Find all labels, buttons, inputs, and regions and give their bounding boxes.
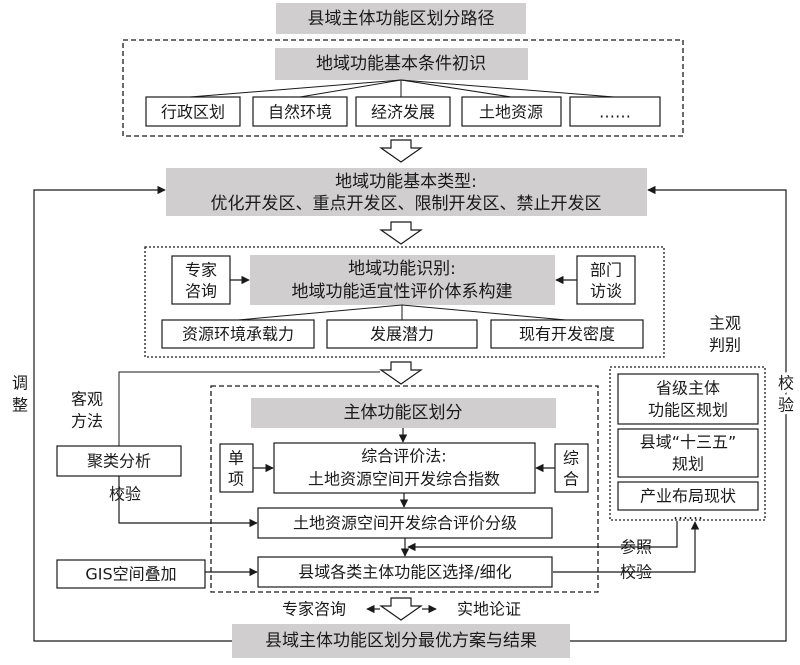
- expert-note: 专家咨询: [282, 600, 346, 619]
- block-arrow-4: [379, 597, 423, 621]
- adjust-label-line2: 整: [12, 396, 28, 415]
- reference-label: 参照: [620, 538, 652, 557]
- dev-density: 现有开发密度: [519, 325, 615, 344]
- adjust-label-line1: 调: [12, 374, 28, 393]
- stage3-title-box: [250, 255, 555, 305]
- carrying-capacity-box: [161, 319, 315, 349]
- arrow-verify-feedback: [570, 185, 787, 642]
- stage3-line2: 地域功能适宜性评价体系构建: [292, 282, 513, 302]
- industry-layout: 产业布局现状: [640, 487, 736, 506]
- arrow-selection-to-subjective: [553, 521, 700, 573]
- provincial-plan-box: [617, 373, 759, 425]
- final-box: [232, 624, 570, 658]
- cluster-verify-label: 校验: [109, 485, 141, 504]
- stage1-title-box: [275, 48, 528, 80]
- line-objective-to-stage: [118, 371, 380, 446]
- expert-consult-line2: 咨询: [185, 282, 217, 301]
- verify-label-line2: 验: [778, 396, 794, 415]
- arrow-cluster-to-grading: [118, 476, 258, 528]
- stage1-panel: [122, 39, 684, 137]
- county-plan-box: [617, 428, 759, 478]
- gis-box: [56, 559, 206, 589]
- verify-label-line1: 校: [778, 374, 794, 393]
- condition-box-land: [461, 96, 562, 127]
- subjective-verify-label: 校验: [620, 563, 652, 582]
- condition-box-more: [569, 96, 661, 127]
- stage1-fan-lines: [189, 79, 615, 98]
- subjective-label-line1: 主观: [709, 314, 741, 333]
- provincial-plan-line1: 省级主体: [656, 379, 720, 398]
- condition-nature: 自然环境: [268, 103, 332, 122]
- arrow-adjust-feedback: [33, 185, 232, 642]
- stage2-line2: 优化开发区、重点开发区、限制开发区、禁止开发区: [211, 194, 602, 214]
- county-plan-line1: 县域“十三五”: [640, 433, 737, 452]
- stage4-panel: [210, 385, 599, 593]
- condition-economy: 经济发展: [371, 103, 435, 122]
- final-title: 县域主体功能区划分最优方案与结果: [265, 631, 537, 651]
- expert-consult-box: [171, 255, 231, 305]
- selection-text: 县域各类主体功能区选择/细化: [298, 563, 511, 582]
- condition-box-admin: [145, 96, 241, 127]
- stage3-line1: 地域功能识别:: [348, 259, 456, 279]
- subjective-label-line2: 判别: [709, 336, 741, 355]
- subjective-panel: [609, 366, 766, 521]
- field-note: 实地论证: [457, 600, 521, 619]
- composite-line1: 综: [563, 449, 579, 468]
- stage1-title: 地域功能基本条件初识: [316, 54, 486, 74]
- industry-layout-box: [617, 481, 759, 511]
- objective-label-line2: 方法: [71, 412, 103, 431]
- method-line2: 土地资源空间开发综合指数: [308, 470, 500, 489]
- arrow-reference-to-flow: [407, 521, 678, 552]
- composite-line2: 合: [563, 470, 579, 489]
- method-line1: 综合评价法:: [361, 447, 446, 466]
- cluster-analysis: 聚类分析: [87, 452, 151, 471]
- grading-text: 土地资源空间开发综合评价分级: [293, 514, 517, 533]
- provincial-plan-line2: 功能区规划: [648, 401, 728, 420]
- expert-consult-line1: 专家: [185, 261, 217, 280]
- condition-more: ……: [599, 103, 631, 122]
- composite-box: [554, 443, 589, 493]
- condition-admin: 行政区划: [161, 103, 225, 122]
- single-item-line2: 项: [228, 470, 244, 489]
- stage2-box: [166, 168, 647, 216]
- condition-box-nature: [252, 96, 348, 127]
- block-arrow-2: [379, 221, 423, 245]
- stage4-title-box: [251, 398, 556, 428]
- stage4-title: 主体功能区划分: [344, 403, 463, 423]
- selection-box: [257, 556, 553, 588]
- condition-box-economy: [355, 96, 451, 127]
- condition-land: 土地资源: [479, 103, 543, 122]
- dev-potential-box: [326, 319, 478, 349]
- single-item-line1: 单: [228, 449, 244, 468]
- carrying-capacity: 资源环境承载力: [182, 325, 294, 344]
- title-box: [276, 3, 526, 34]
- block-arrow-1: [379, 139, 423, 163]
- method-box: [273, 442, 536, 494]
- gis-text: GIS空间叠加: [85, 565, 176, 584]
- stage2-line1: 地域功能基本类型:: [335, 172, 477, 192]
- dev-potential: 发展潜力: [370, 325, 434, 344]
- stage3-panel: [144, 246, 665, 358]
- objective-label-line1: 客观: [71, 390, 103, 409]
- county-plan-line2: 规划: [672, 455, 704, 474]
- stage3-fan-lines: [237, 304, 567, 321]
- block-arrow-3: [379, 361, 423, 385]
- dept-interview-box: [576, 255, 636, 305]
- dept-interview-line1: 部门: [590, 261, 622, 280]
- dept-interview-line2: 访谈: [590, 282, 622, 301]
- dev-density-box: [490, 319, 644, 349]
- grading-box: [257, 507, 553, 539]
- subjective-more: ……: [673, 505, 703, 523]
- diagram-title: 县域主体功能区划分路径: [308, 9, 495, 29]
